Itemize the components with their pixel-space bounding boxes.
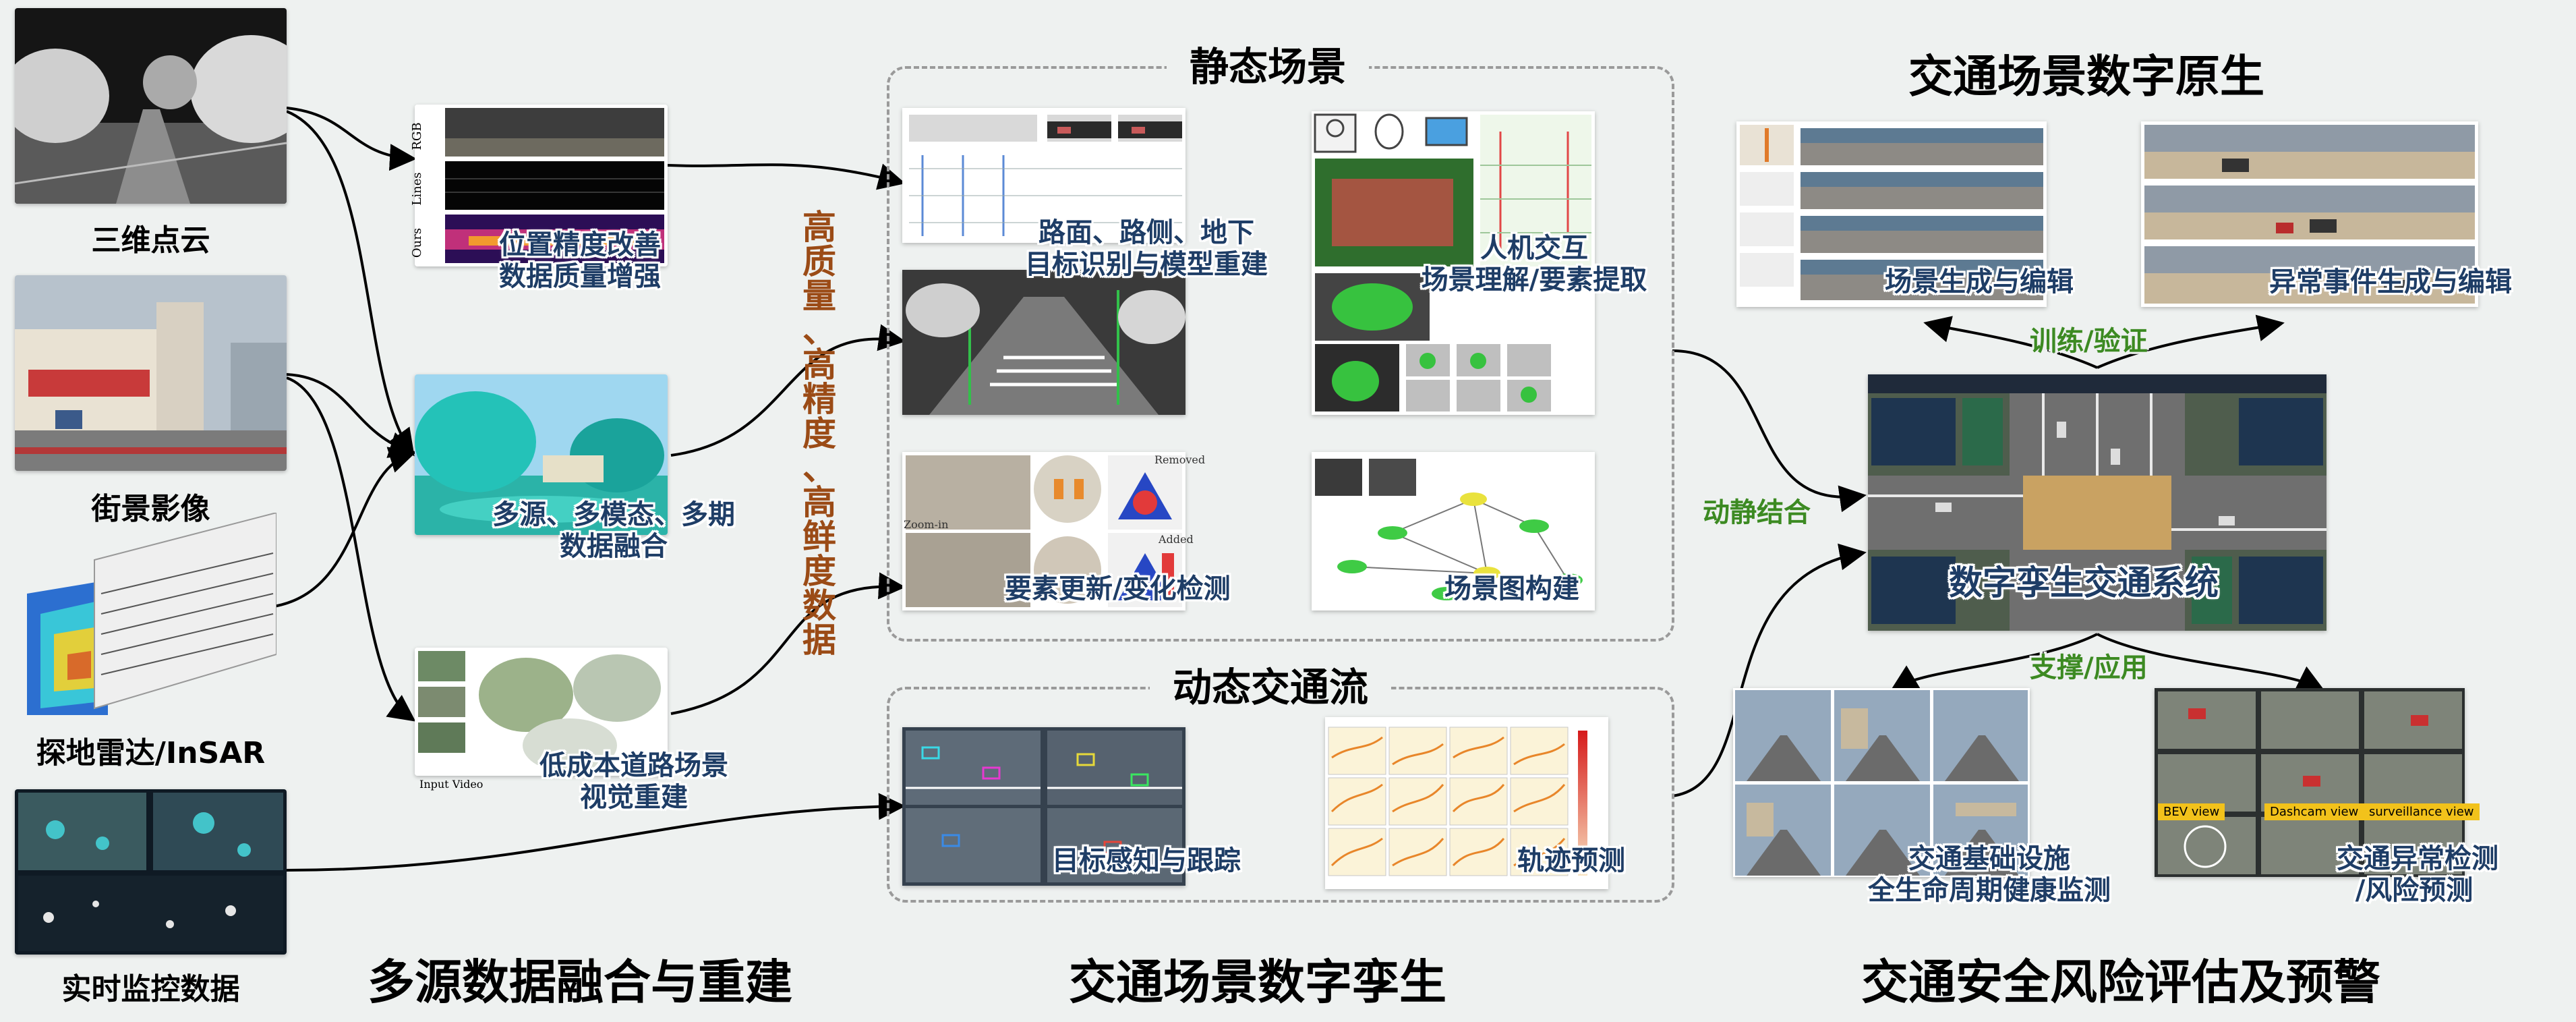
trajectory-prediction-image	[1325, 717, 1608, 889]
human-interaction-label: 人机交互场景理解/要素提取	[1421, 233, 1647, 296]
source-label-point-cloud: 三维点云	[91, 223, 210, 258]
dashcam-view-tag: Dashcam view	[2264, 803, 2364, 820]
anomaly-generation-image	[2141, 121, 2478, 307]
radar-insar-image	[27, 513, 276, 715]
precision-label: 位置精度改善数据质量增强	[499, 229, 661, 293]
road-recognition-label: 路面、路侧、地下目标识别与模型重建	[1025, 217, 1268, 281]
zoom-in-tag: Zoom-in	[904, 518, 949, 531]
combine-label: 动静结合	[1703, 497, 1811, 528]
multi-source-label: 多源、多模态、多期数据融合	[492, 499, 735, 563]
dynamic-traffic-title: 动态交通流	[1150, 653, 1392, 715]
low-cost-reconstruction-image	[415, 648, 668, 776]
surveillance-view-tag: surveillance view	[2364, 803, 2480, 820]
input-video-tag: Input Video	[419, 778, 484, 791]
support-apply-label: 支撑/应用	[2030, 652, 2148, 683]
train-validate-label: 训练/验证	[2030, 326, 2148, 357]
scene-graph-image	[1312, 452, 1595, 611]
change-detection-image	[902, 452, 1185, 611]
bev-view-tag: BEV view	[2158, 803, 2225, 820]
digital-twin-system-image	[1868, 374, 2326, 631]
anomaly-generation-label: 异常事件生成与编辑	[2269, 266, 2512, 297]
change-detection-label: 要素更新/变化检测	[1005, 573, 1231, 604]
section-title-twin: 交通场景数字孪生	[1069, 955, 1446, 1010]
source-label-monitor: 实时监控数据	[61, 972, 240, 1006]
scene-graph-label: 场景图构建	[1444, 573, 1579, 604]
rgb-tag: RGB	[410, 122, 424, 150]
anomaly-detection-label: 交通异常检测/风险预测	[2337, 843, 2498, 907]
human-computer-interaction-image	[1312, 111, 1595, 415]
added-tag: Added	[1159, 533, 1194, 546]
point-cloud-image	[15, 8, 287, 204]
infrastructure-label: 交通基础设施全生命周期健康监测	[1868, 843, 2111, 907]
anomaly-detection-image	[2155, 688, 2465, 877]
multi-source-fusion-image	[415, 374, 668, 535]
digital-twin-system-label: 数字孪生交通系统	[1949, 563, 2219, 602]
ours-tag: Ours	[410, 227, 424, 258]
perception-label: 目标感知与跟踪	[1052, 845, 1241, 876]
road-detection-chart-image	[902, 108, 1185, 243]
section-title-risk: 交通安全风险评估及预警	[1861, 955, 2380, 1010]
trajectory-label: 轨迹预测	[1517, 845, 1625, 876]
source-label-street-view: 街景影像	[91, 492, 210, 526]
precision-improvement-image	[415, 105, 668, 266]
infrastructure-monitoring-image	[1733, 688, 2030, 877]
road-pointcloud-image	[902, 270, 1185, 415]
low-cost-label: 低成本道路场景视觉重建	[539, 750, 728, 814]
static-scene-title: 静态场景	[1167, 32, 1370, 94]
removed-tag: Removed	[1154, 453, 1206, 466]
quality-vertical-text: 高质量 、高精 度、高 鲜度数 据	[802, 208, 836, 660]
section-title-fusion: 多源数据融合与重建	[368, 955, 792, 1010]
source-label-radar: 探地雷达/InSAR	[36, 736, 266, 770]
perception-tracking-image	[902, 727, 1185, 886]
scene-generation-image	[1736, 121, 2047, 307]
monitoring-image	[15, 789, 287, 955]
lines-tag: Lines	[410, 172, 424, 206]
native-title: 交通场景数字原生	[1908, 51, 2264, 103]
scene-generation-label: 场景生成与编辑	[1885, 266, 2074, 297]
street-view-image	[15, 275, 287, 471]
